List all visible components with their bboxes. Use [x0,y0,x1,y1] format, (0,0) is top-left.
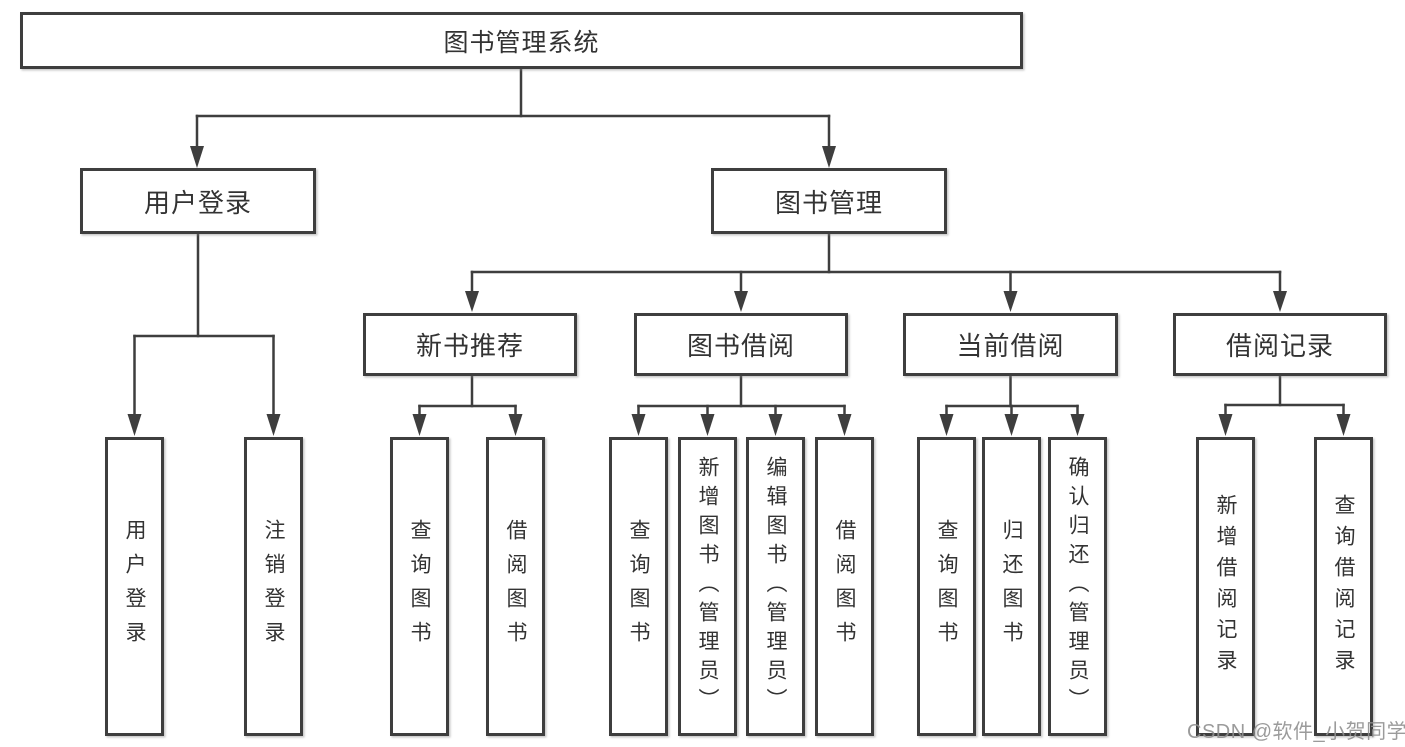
connector-recommend-children [412,374,523,436]
leaf-logout: 注销登录 [244,437,303,736]
leaf-query-book-borrow: 查询图书 [609,437,668,736]
node-library-system: 图书管理系统 [20,12,1023,69]
leaf-query-borrow-record: 查询借阅记录 [1314,437,1373,736]
node-new-book-recommend: 新书推荐 [363,313,577,376]
node-current-borrow: 当前借阅 [903,313,1118,376]
leaf-borrow-book-recommend: 借阅图书 [486,437,545,736]
leaf-confirm-return-admin: 确认归还（管理员） [1048,437,1107,736]
leaf-borrow-book: 借阅图书 [815,437,874,736]
node-borrow-records: 借阅记录 [1173,313,1387,376]
connector-user-login-children [127,232,281,436]
watermark: CSDN @软件_小贺同学 [1187,721,1405,743]
node-book-management: 图书管理 [711,168,947,234]
node-user-login: 用户登录 [80,168,316,234]
node-book-borrow: 图书借阅 [634,313,848,376]
leaf-add-book-admin: 新增图书（管理员） [678,437,737,736]
connector-current-children [939,374,1085,436]
connector-book-mgmt-to-level3 [465,232,1287,312]
connector-borrow-children [631,374,852,436]
leaf-return-book: 归还图书 [982,437,1041,736]
leaf-query-book-current: 查询图书 [917,437,976,736]
leaf-add-borrow-record: 新增借阅记录 [1196,437,1255,736]
connector-records-children [1218,374,1351,436]
leaf-user-login: 用户登录 [105,437,164,736]
connector-root-to-level2 [190,66,836,168]
leaf-query-book-recommend: 查询图书 [390,437,449,736]
leaf-edit-book-admin: 编辑图书（管理员） [746,437,805,736]
